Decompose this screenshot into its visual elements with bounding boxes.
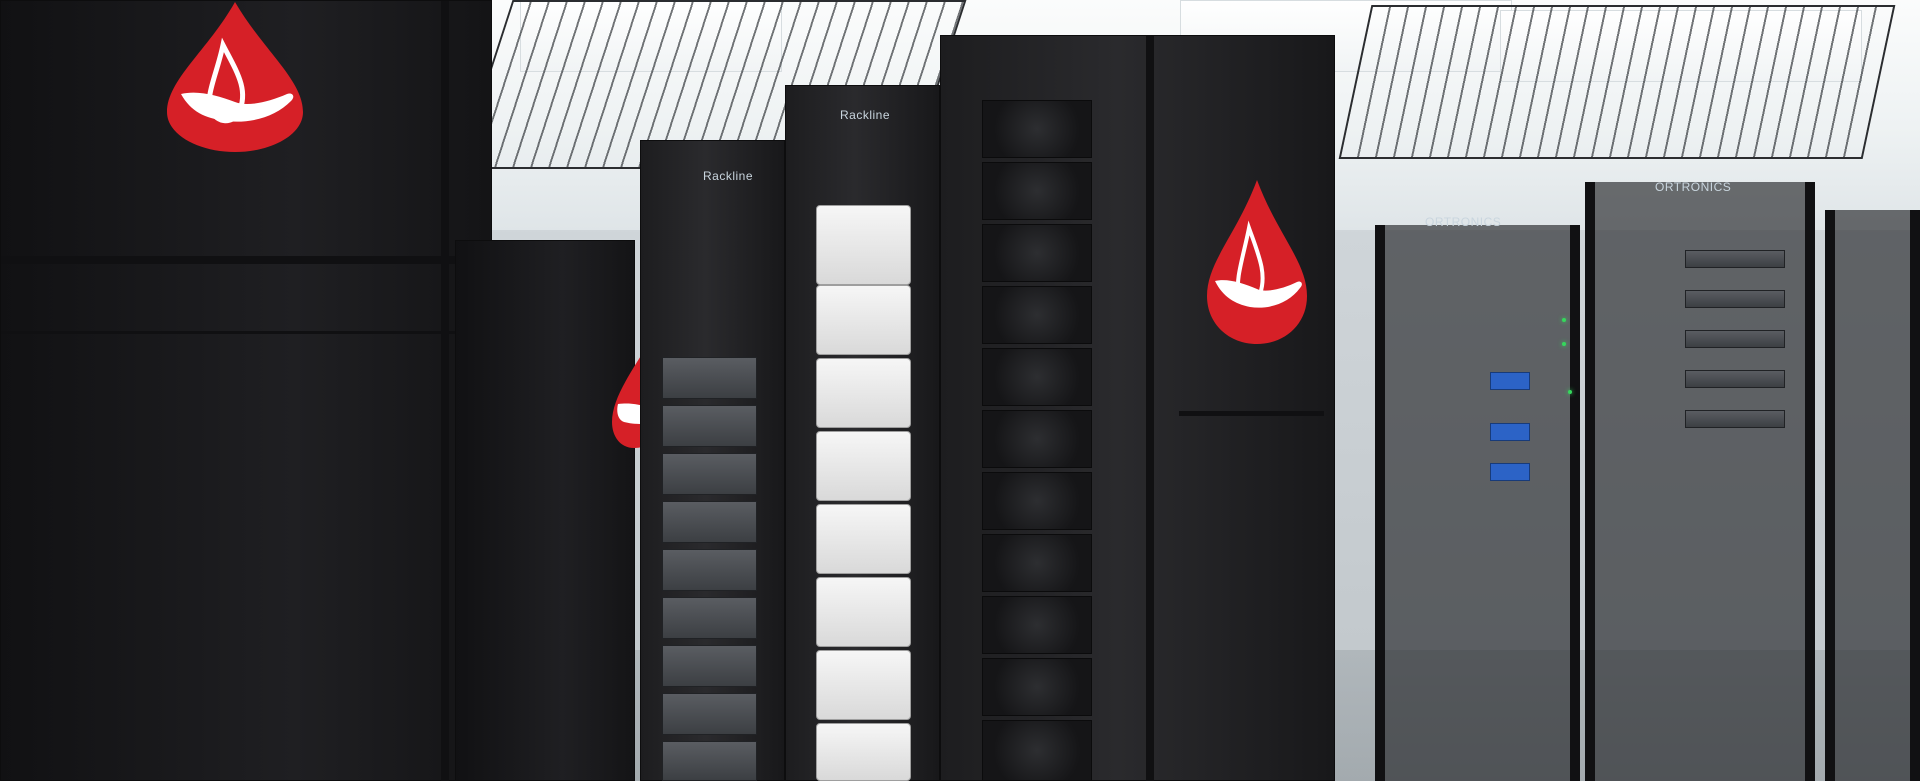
storage-tray <box>816 577 911 647</box>
open-network-rack: ORTRONICS <box>1585 180 1815 781</box>
server-slot <box>662 693 757 735</box>
fan-panel <box>982 348 1092 406</box>
server-slot <box>662 597 757 639</box>
storage-tray <box>816 431 911 501</box>
patch-panel <box>1685 370 1785 388</box>
panel-seam <box>1179 411 1324 416</box>
storage-tray <box>816 285 911 355</box>
status-led <box>1562 318 1566 322</box>
server-slot <box>662 741 757 781</box>
panel-seam <box>1 331 493 334</box>
rack-cabinet-center-right <box>940 35 1335 781</box>
fan-panel <box>982 410 1092 468</box>
blood-drop-hand-icon <box>1205 178 1310 348</box>
status-led <box>1562 342 1566 346</box>
open-network-rack: ORTRONICS <box>1375 215 1580 781</box>
open-rack-brand-label: ORTRONICS <box>1655 180 1732 194</box>
storage-tray <box>816 205 911 285</box>
status-led <box>1568 390 1572 394</box>
fan-panel <box>982 162 1092 220</box>
network-switch <box>1490 463 1530 481</box>
server-slot <box>662 405 757 447</box>
overhead-cable-tray <box>1338 5 1896 159</box>
fan-panel <box>982 100 1092 158</box>
patch-panel <box>1685 330 1785 348</box>
storage-tray <box>816 723 911 781</box>
patch-panel <box>1685 250 1785 268</box>
rack-brand-label: Rackline <box>840 108 891 122</box>
network-switch <box>1490 372 1530 390</box>
fan-panel <box>982 658 1092 716</box>
blood-drop-hand-icon <box>163 0 308 155</box>
storage-tray <box>816 358 911 428</box>
server-slot <box>662 549 757 591</box>
fan-panel <box>982 534 1092 592</box>
open-rack-brand-label: ORTRONICS <box>1425 215 1502 229</box>
patch-panel <box>1685 410 1785 428</box>
server-slot <box>662 645 757 687</box>
panel-seam <box>1 256 493 264</box>
fan-panel <box>982 224 1092 282</box>
server-slot <box>662 357 757 399</box>
storage-tray <box>816 504 911 574</box>
fan-panel <box>982 472 1092 530</box>
fan-panel <box>982 286 1092 344</box>
fan-panel <box>982 596 1092 654</box>
open-network-rack <box>1825 210 1920 781</box>
panel-divider <box>1146 36 1154 781</box>
panel-edge <box>441 1 449 781</box>
storage-tray <box>816 650 911 720</box>
network-switch <box>1490 423 1530 441</box>
patch-panel <box>1685 290 1785 308</box>
server-slot <box>662 501 757 543</box>
server-slot <box>662 453 757 495</box>
fan-panel <box>982 720 1092 781</box>
rack-brand-label: Rackline <box>703 169 754 183</box>
rack-back-left <box>455 240 635 781</box>
